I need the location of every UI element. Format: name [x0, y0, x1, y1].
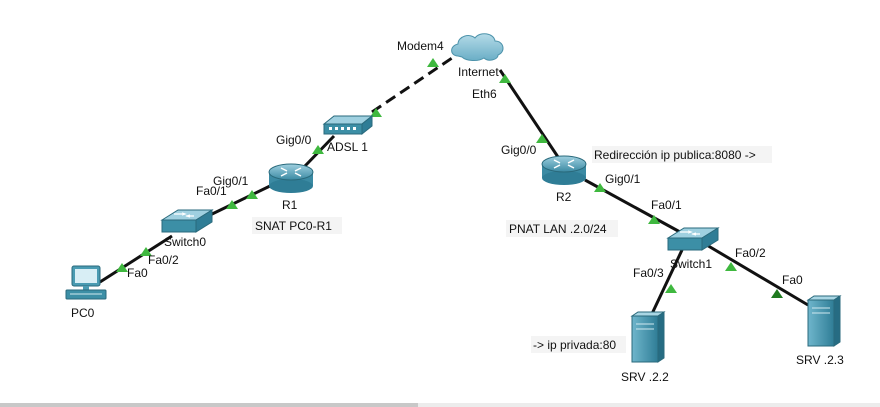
port-indicator-r2-gig01	[594, 183, 606, 192]
device-adsl[interactable]	[322, 114, 374, 136]
port-indicator-r1-gig01	[246, 190, 258, 199]
port-indicator-switch1-fa01	[648, 215, 660, 224]
port-label-r2-gig01: Gig0/1	[605, 172, 641, 186]
port-indicator-switch0-fa01	[226, 200, 238, 209]
port-indicator-pc0	[116, 263, 128, 272]
label-switch1: Switch1	[670, 257, 712, 271]
note-pnat-bg	[506, 220, 618, 237]
port-indicator-modem	[427, 58, 439, 67]
port-label-internet-eth6: Eth6	[472, 87, 497, 101]
port-indicator-srv23	[771, 289, 783, 298]
link-adsl-modem[interactable]	[371, 54, 456, 114]
port-indicator-switch0-fa02	[140, 247, 152, 256]
server-icon	[630, 311, 666, 363]
device-r2[interactable]	[541, 155, 587, 185]
note-snat[interactable]: SNAT PC0-R1	[255, 219, 332, 233]
router-icon	[268, 163, 314, 193]
port-label-r2-gig00: Gig0/0	[501, 143, 537, 157]
horizontal-scroll-track[interactable]	[0, 403, 880, 407]
label-switch0: Switch0	[164, 235, 206, 249]
port-label-switch0-fa02: Fa0/2	[148, 253, 179, 267]
device-switch0[interactable]	[160, 209, 214, 233]
note-privada[interactable]: -> ip privada:80	[533, 338, 616, 352]
label-pc0: PC0	[71, 306, 95, 320]
device-labels: PC0 Switch0 R1 ADSL 1 Modem4 Internet R2…	[71, 39, 844, 384]
device-r1[interactable]	[268, 163, 314, 193]
notes: SNAT PC0-R1 PNAT LAN .2.0/24 Redirección…	[252, 146, 772, 353]
port-label-switch1-fa01: Fa0/1	[651, 198, 682, 212]
label-srv23: SRV .2.3	[796, 353, 844, 367]
cloud-icon	[451, 33, 504, 61]
switch-icon	[666, 227, 720, 251]
note-redir-bg	[592, 146, 772, 163]
port-label-switch1-fa02: Fa0/2	[735, 246, 766, 260]
note-pnat[interactable]: PNAT LAN .2.0/24	[509, 222, 607, 236]
device-srv23[interactable]	[806, 295, 842, 347]
modem-icon	[322, 114, 374, 136]
port-label-r1-gig00: Gig0/0	[276, 133, 312, 147]
switch-icon	[160, 209, 214, 233]
device-pc0[interactable]	[65, 265, 107, 300]
link-switch0-r1[interactable]	[207, 184, 271, 218]
port-indicator-switch1-fa03	[665, 284, 677, 293]
device-internet[interactable]	[451, 33, 504, 61]
port-indicators	[116, 58, 783, 298]
router-icon	[541, 155, 587, 185]
label-srv22: SRV .2.2	[621, 370, 669, 384]
device-srv22[interactable]	[630, 311, 666, 363]
label-r2: R2	[556, 190, 572, 204]
pc-icon	[65, 265, 107, 300]
port-indicator-switch1-fa02	[725, 262, 737, 271]
label-internet: Internet	[458, 65, 499, 79]
port-label-pc0-fa0: Fa0	[127, 266, 148, 280]
note-redir[interactable]: Redirección ip publica:8080 ->	[594, 148, 756, 162]
label-r1: R1	[282, 198, 298, 212]
device-switch1[interactable]	[666, 227, 720, 251]
horizontal-scrollbar-thumb[interactable]	[0, 403, 418, 407]
port-label-srv23-fa0: Fa0	[782, 273, 803, 287]
port-indicator-r1-gig00	[312, 145, 324, 154]
link-switch1-srv23[interactable]	[704, 242, 809, 307]
link-pc0-switch0[interactable]	[99, 234, 173, 284]
port-indicator-adsl	[370, 108, 382, 117]
port-labels: Fa0 Fa0/2 Fa0/1 Gig0/1 Gig0/0 Eth6 Gig0/…	[127, 87, 803, 287]
port-indicator-r2-gig00	[536, 134, 548, 143]
note-snat-bg	[252, 217, 342, 234]
port-indicator-internet-eth6	[499, 74, 511, 83]
link-switch1-srv22[interactable]	[648, 249, 684, 319]
server-icon	[806, 295, 842, 347]
note-privada-bg	[531, 336, 626, 353]
port-label-switch0-fa01: Fa0/1	[196, 184, 227, 198]
port-label-r1-gig01: Gig0/1	[213, 174, 249, 188]
label-adsl: ADSL 1	[327, 140, 368, 154]
port-label-switch1-fa03: Fa0/3	[633, 266, 664, 280]
link-internet-r2[interactable]	[498, 69, 562, 161]
label-modem: Modem4	[397, 39, 444, 53]
